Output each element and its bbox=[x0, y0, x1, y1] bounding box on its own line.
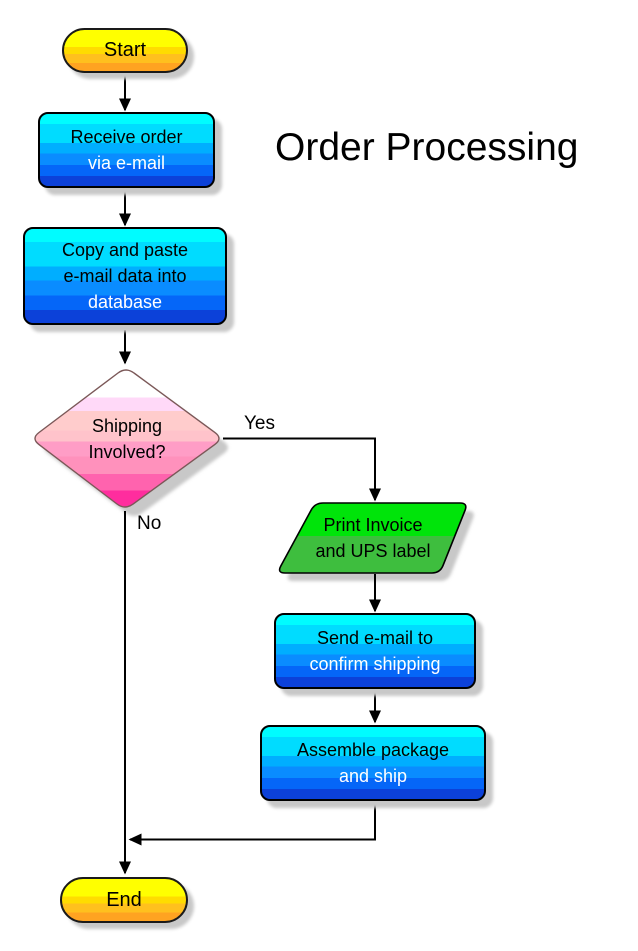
process-receive-order: Receive order via e-mail bbox=[38, 112, 215, 188]
end-label: End bbox=[106, 888, 142, 911]
end-terminator: End bbox=[60, 877, 188, 923]
process-line: Send e-mail to bbox=[316, 628, 434, 648]
process-assemble-package: Assemble package and ship bbox=[260, 725, 486, 801]
process-send-email: Send e-mail to confirm shipping bbox=[274, 613, 476, 689]
connector-yes-branch bbox=[223, 437, 381, 502]
connector-assemble-merge bbox=[128, 802, 376, 846]
process-line: confirm shipping bbox=[309, 654, 441, 674]
process-line: via e-mail bbox=[87, 153, 166, 173]
process-line: e-mail data into bbox=[63, 266, 187, 286]
start-terminator: Start bbox=[62, 28, 188, 73]
process-line: database bbox=[87, 292, 163, 312]
start-label: Start bbox=[103, 39, 147, 61]
edge-label-no: No bbox=[137, 513, 162, 534]
process-line: Assemble package bbox=[296, 740, 450, 760]
decision-shipping-involved-shape bbox=[34, 369, 220, 508]
io-print-invoice-shape bbox=[278, 502, 467, 574]
edge-label-yes: Yes bbox=[244, 413, 275, 434]
diagram-title: Order Processing bbox=[275, 126, 579, 169]
process-copy-paste: Copy and paste e-mail data into database bbox=[23, 227, 227, 325]
process-line: Copy and paste bbox=[61, 240, 189, 260]
process-line: and ship bbox=[338, 766, 408, 786]
process-line: Receive order bbox=[70, 127, 183, 147]
